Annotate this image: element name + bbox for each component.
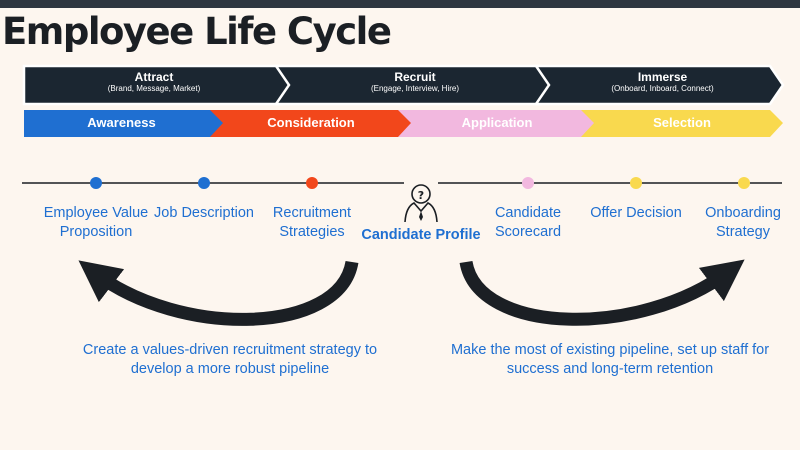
phase-recruit: Recruit (Engage, Interview, Hire)	[285, 70, 545, 100]
node-label-offer-decision: Offer Decision	[590, 205, 682, 221]
person-question-icon	[404, 172, 438, 224]
stage-chevron-consideration	[210, 110, 413, 137]
caption-left: Create a values-driven recruitment strat…	[82, 342, 378, 377]
curved-arrow-left	[78, 260, 359, 326]
stage-chevron-application	[398, 110, 596, 137]
phase-attract: Attract (Brand, Message, Market)	[24, 70, 284, 100]
phase-title: Immerse	[637, 70, 688, 84]
node-label-recruitment-strategies: Recruitment Strategies	[272, 205, 352, 240]
phase-subtitle: (Brand, Message, Market)	[107, 84, 201, 93]
timeline-dot	[630, 177, 642, 189]
timeline-dot	[90, 177, 102, 189]
phase-title: Attract	[134, 70, 174, 84]
stage-awareness: Awareness	[87, 115, 156, 130]
curved-arrow-right	[459, 259, 745, 326]
phase-chevron-immerse	[533, 64, 785, 106]
stage-consideration: Consideration	[267, 115, 355, 130]
node-label-candidate-profile: Candidate Profile	[361, 227, 481, 243]
caption-right: Make the most of existing pipeline, set …	[450, 342, 770, 377]
node-label-candidate-scorecard: Candidate Scorecard	[494, 205, 562, 240]
phase-title: Recruit	[394, 70, 436, 84]
top-bar	[0, 0, 800, 8]
phase-immerse: Immerse (Onboard, Inboard, Connect)	[545, 70, 780, 100]
timeline-dot	[522, 177, 534, 189]
node-label-onboarding-strategy: Onboarding Strategy	[705, 205, 781, 240]
node-label-evp: Employee Value Proposition	[43, 205, 149, 240]
phase-subtitle: (Engage, Interview, Hire)	[370, 84, 460, 93]
timeline-dot	[198, 177, 210, 189]
node-label-job-description: Job Description	[154, 205, 254, 221]
timeline-dot	[306, 177, 318, 189]
stage-application: Application	[461, 115, 533, 130]
page-title: Employee Life Cycle	[2, 10, 392, 53]
stage-chevron-selection	[581, 110, 783, 137]
timeline-dot	[738, 177, 750, 189]
question-mark-icon: ?	[418, 189, 424, 202]
stage-selection: Selection	[653, 115, 711, 130]
phase-subtitle: (Onboard, Inboard, Connect)	[611, 84, 714, 93]
stage-chevron-awareness	[24, 110, 225, 137]
